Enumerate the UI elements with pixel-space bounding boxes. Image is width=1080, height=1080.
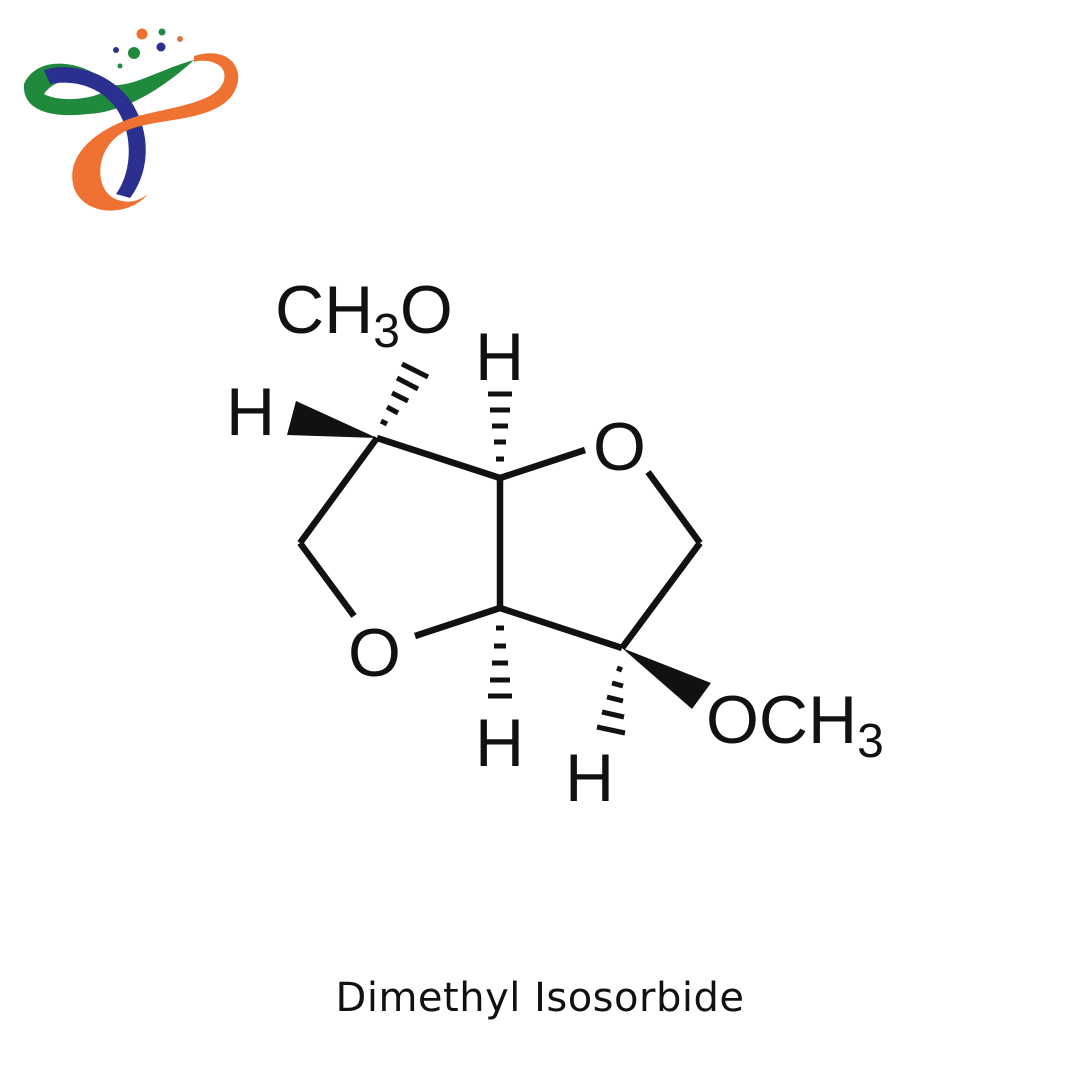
ring-bonds: [297, 434, 703, 652]
hash-bond-top-left: [379, 361, 430, 427]
logo-dot: [113, 47, 119, 53]
label-h-bottom-center: H: [475, 705, 524, 781]
logo-dot: [117, 63, 123, 69]
hash-bond-bottom-right: [596, 665, 626, 736]
logo-dot: [128, 47, 140, 59]
label-ring-oxygen-top: O: [593, 409, 646, 485]
logo-dot: [156, 42, 166, 52]
logo-dot: [177, 36, 183, 42]
brand-logo: [23, 28, 239, 211]
logo-orange-ribbon: [72, 53, 239, 211]
wedge-bond-left-h: [287, 401, 377, 438]
logo-dot: [136, 28, 148, 40]
label-h-top: H: [475, 319, 524, 395]
label-ring-oxygen-bottom: O: [348, 615, 401, 691]
logo-navy-ribbon: [44, 67, 146, 199]
label-h-left: H: [226, 374, 275, 450]
hash-bond-bottom-center: [488, 625, 512, 699]
hash-bond-top-center: [488, 391, 512, 462]
label-h-bottom-right: H: [565, 740, 614, 816]
label-bottom-substituent: OCH3: [706, 682, 884, 768]
wedge-bond-right-och3: [622, 648, 711, 709]
logo-dot: [158, 28, 166, 36]
label-top-substituent: CH3O: [275, 272, 453, 358]
compound-name-caption: Dimethyl Isosorbide: [335, 975, 745, 1021]
